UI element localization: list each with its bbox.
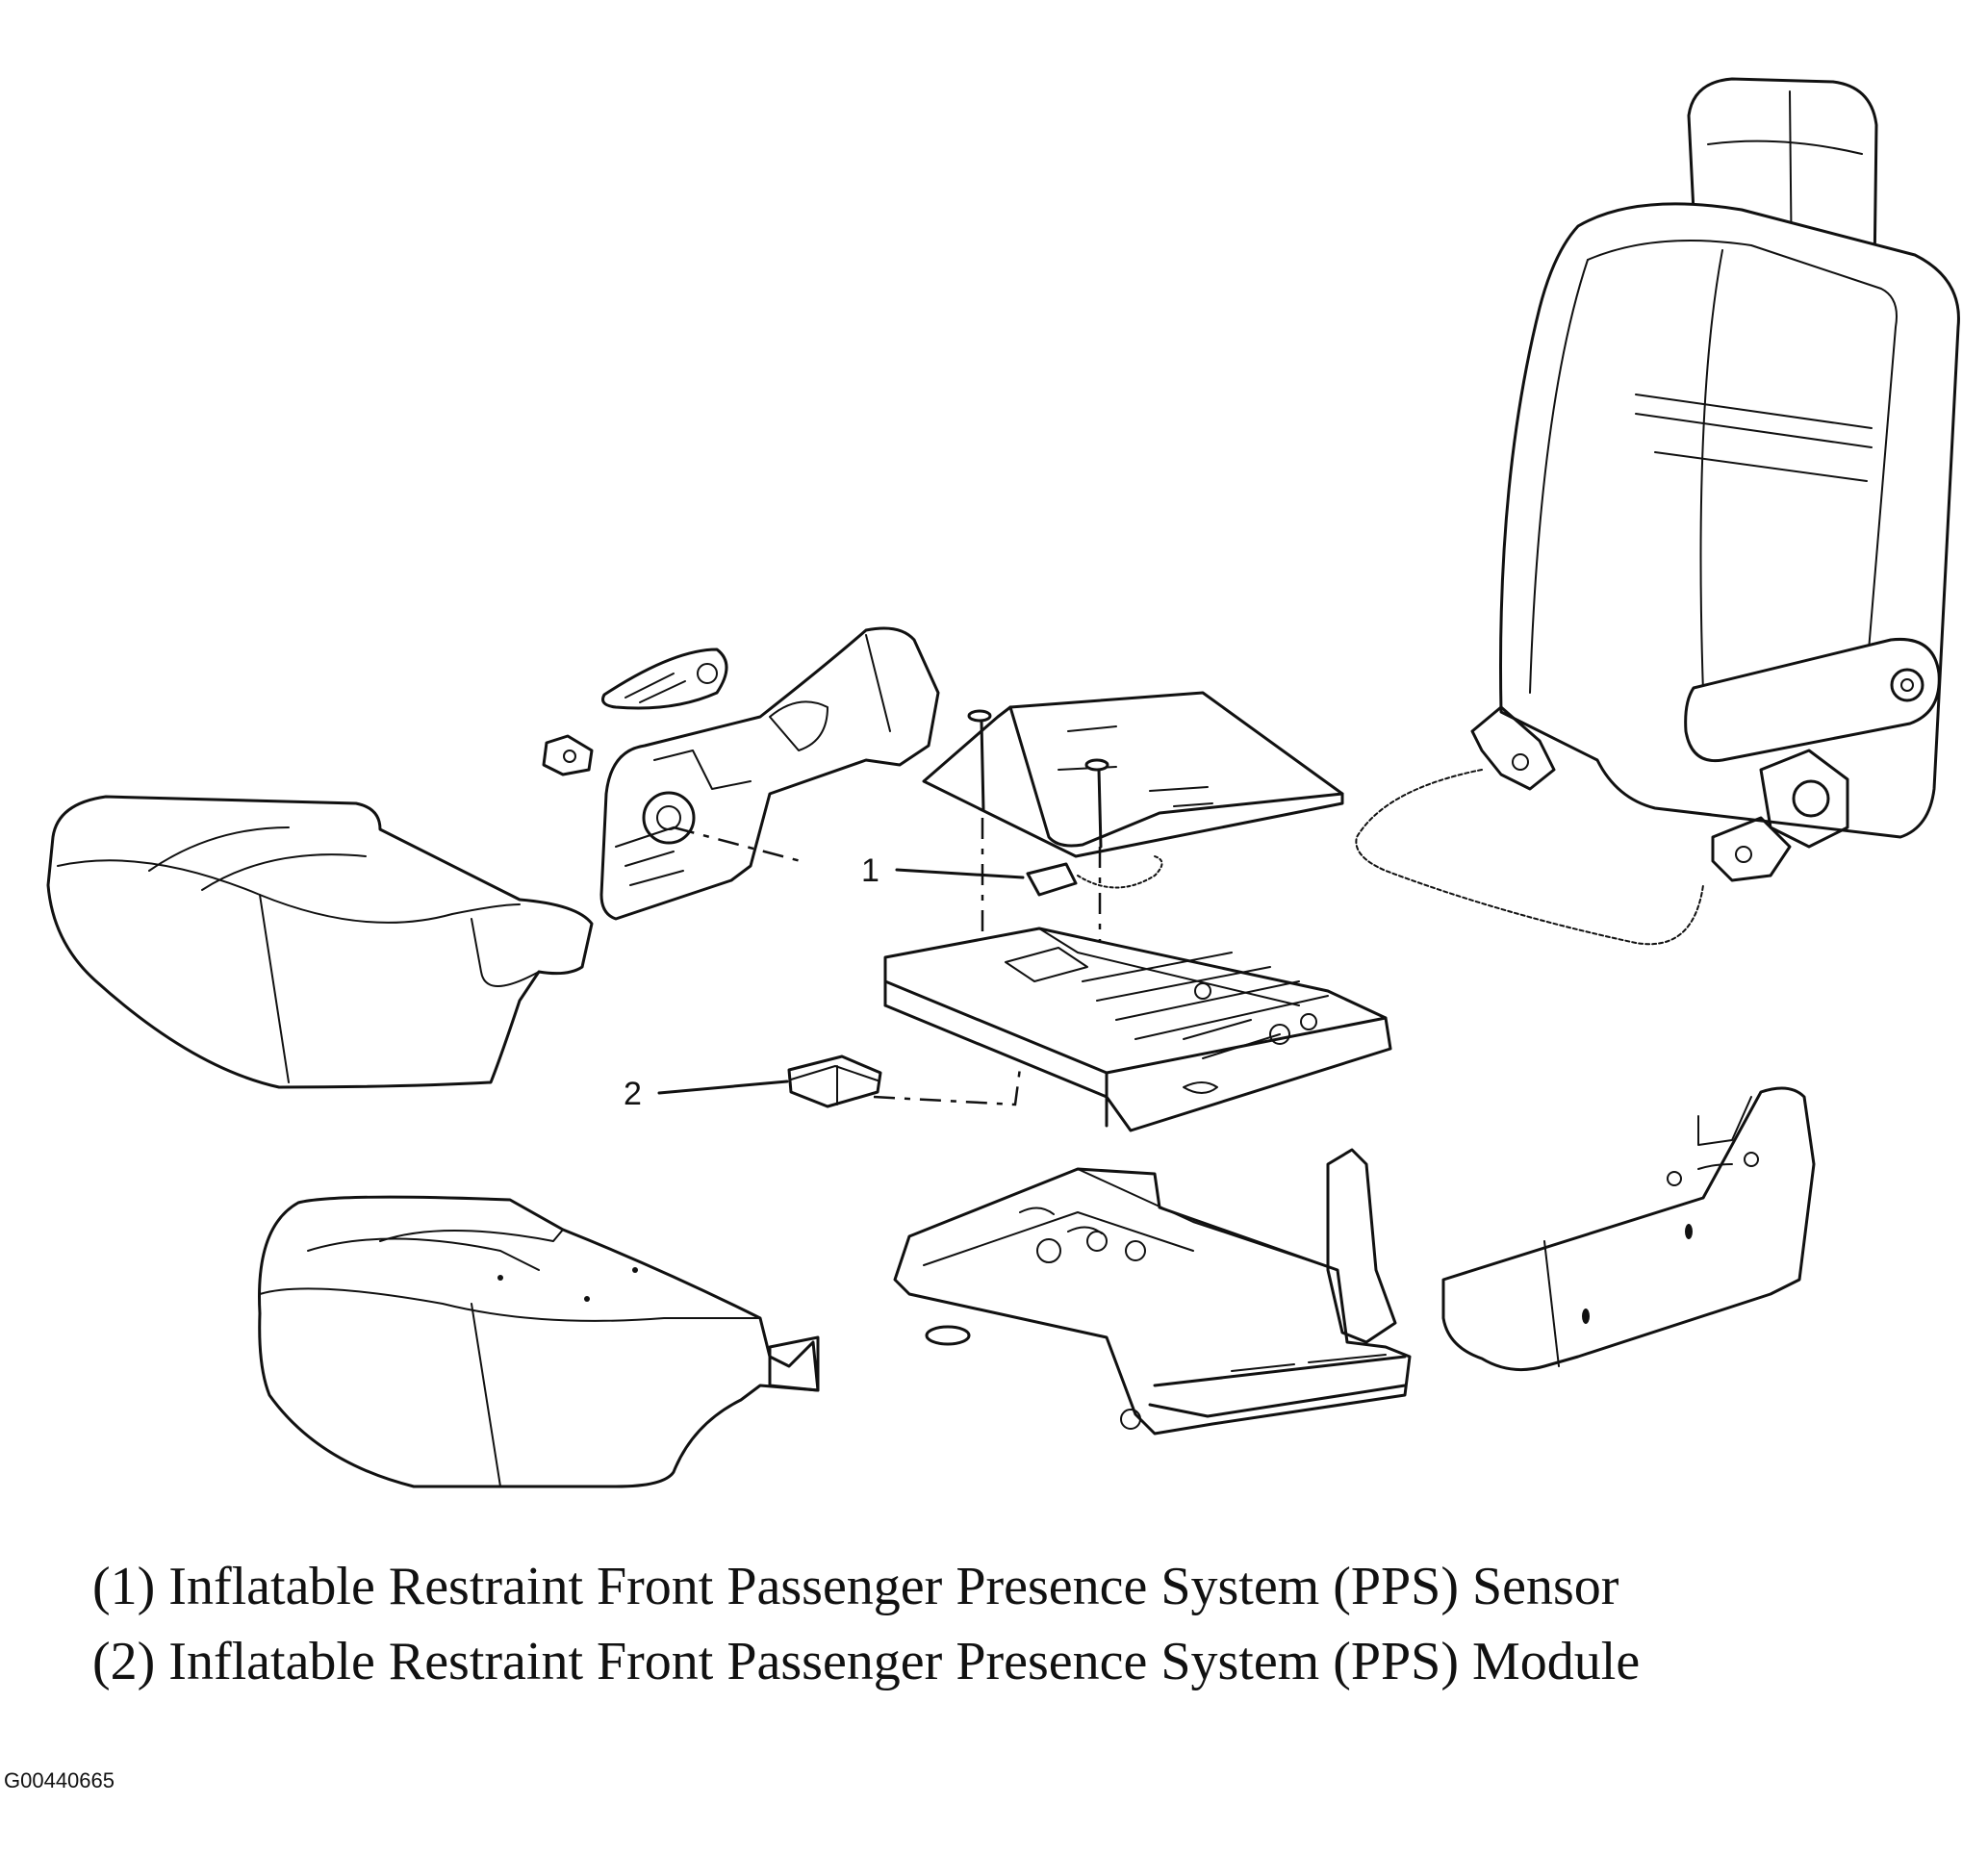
seat-cushion-pad: [258, 1195, 820, 1488]
seat-inner-trim-panel: [1441, 1086, 1816, 1372]
seat-cushion-cover: [46, 795, 594, 1089]
callout-2-number: 2: [624, 1076, 642, 1112]
legend-item-2: (2) Inflatable Restraint Front Passenger…: [92, 1632, 1641, 1691]
seat-adjuster-track: [893, 1148, 1412, 1436]
pps-sensor-mat: [922, 691, 1344, 897]
pps-module: [787, 1055, 1022, 1108]
figure-id: G00440665: [4, 1768, 115, 1792]
callout-2: 2: [624, 1076, 789, 1112]
seat-pan-frame: [883, 927, 1392, 1132]
callout-1: 1: [861, 852, 1025, 889]
legend-item-1: (1) Inflatable Restraint Front Passenger…: [92, 1557, 1619, 1616]
seat-back: [1355, 77, 1960, 946]
seat-outer-trim-panel: [542, 626, 940, 921]
callout-1-number: 1: [861, 852, 879, 889]
legend: (1) Inflatable Restraint Front Passenger…: [92, 1549, 1640, 1699]
